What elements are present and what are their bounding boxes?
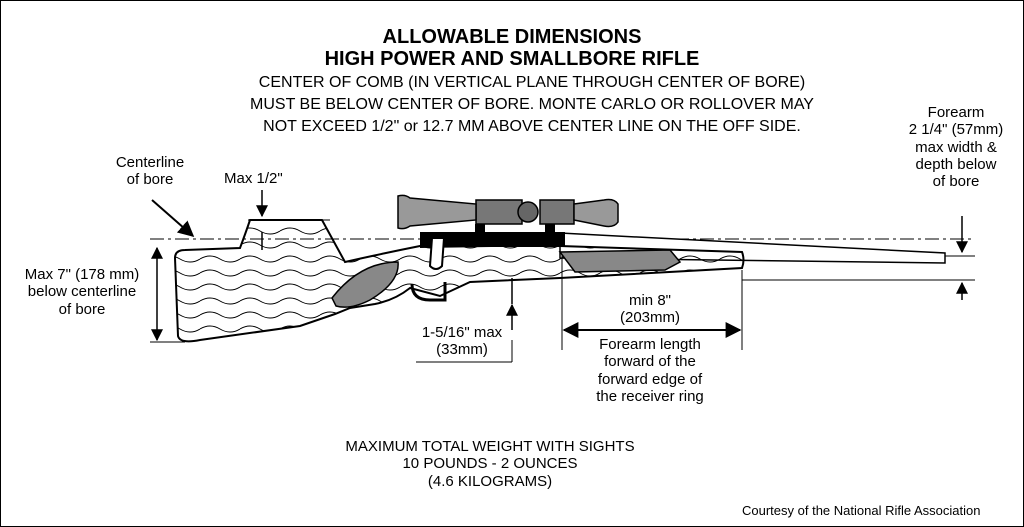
forearm-min-label: min 8"(203mm) — [619, 292, 680, 327]
receiver — [420, 232, 565, 248]
title-line-1: ALLOWABLE DIMENSIONS — [382, 26, 642, 48]
subtitle-line-2: MUST BE BELOW CENTER OF BORE. MONTE CARL… — [250, 96, 814, 113]
forearm-length-description: Forearm length forward of the forward ed… — [596, 336, 704, 405]
grip-checkering — [331, 261, 399, 308]
forearm-checkering — [558, 249, 682, 273]
scope — [397, 194, 619, 236]
max-half-label: Max 1/2" — [224, 170, 283, 187]
forearm-width-label: Forearm 2 1/4" (57mm) max width & depth … — [908, 104, 1004, 190]
stock — [173, 219, 745, 343]
subtitle-line-3: NOT EXCEED 1/2" or 12.7 MM ABOVE CENTER … — [263, 118, 801, 135]
bolt-handle — [428, 237, 446, 270]
title-line-2: HIGH POWER AND SMALLBORE RIFLE — [324, 48, 700, 70]
subtitle-line-1: CENTER OF COMB (IN VERTICAL PLANE THROUG… — [258, 74, 806, 91]
weight-note: MAXIMUM TOTAL WEIGHT WITH SIGHTS 10 POUN… — [345, 438, 635, 490]
trigger-guard — [410, 282, 447, 302]
grip-depth-label: 1-5/16" max(33mm) — [421, 324, 503, 359]
credit: Courtesy of the National Rifle Associati… — [742, 503, 981, 518]
centerline-leader — [151, 199, 195, 238]
